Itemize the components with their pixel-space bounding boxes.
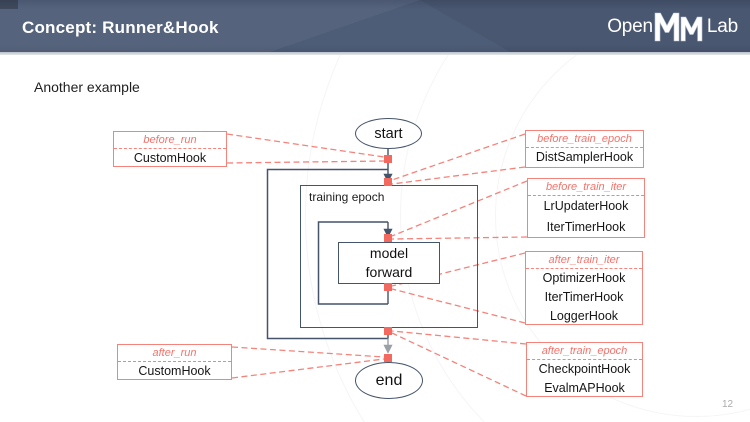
connector-after-train-iter-bottom (391, 288, 526, 324)
connector-after-train-epoch-bottom (391, 332, 527, 397)
model-forward-box: model forward (338, 242, 440, 284)
connector-after-run-bottom (231, 358, 385, 379)
hook-name: LoggerHook (549, 309, 619, 323)
connector-after-run-top (231, 346, 385, 358)
hook-name: EvalmAPHook (544, 381, 625, 395)
connector-before-train-iter-bottom (391, 236, 528, 240)
connector-before-run-bottom (226, 160, 385, 164)
hook-name: DistSamplerHook (535, 150, 634, 164)
hook-point-after-run (384, 354, 392, 362)
stage-label: after_train_epoch (527, 343, 642, 360)
connector-before-train-epoch-top (391, 133, 526, 181)
hook-name: OptimizerHook (542, 271, 626, 285)
hook-name: CheckpointHook (538, 362, 631, 376)
training-epoch-label: training epoch (309, 190, 385, 204)
slide-subtitle: Another example (34, 79, 140, 95)
hook-point-after-train-epoch (384, 327, 392, 335)
hook-name: LrUpdaterHook (543, 199, 629, 213)
connector-before-train-iter-top (391, 180, 528, 237)
hook-point-before-train-epoch (384, 178, 392, 186)
end-node: end (355, 362, 423, 399)
hook-point-after-train-iter (384, 283, 392, 291)
hook-name: IterTimerHook (546, 220, 626, 234)
start-node: start (355, 118, 422, 149)
header-corner-decoration (0, 0, 18, 9)
inner-loop-path (317, 221, 388, 305)
hook-box-after-train-epoch: after_train_epoch CheckpointHook EvalmAP… (526, 342, 643, 397)
logo-text-open: Open (607, 16, 653, 37)
header-separator (0, 52, 750, 55)
logo-text-lab: Lab (706, 16, 738, 37)
stage-label: before_run (114, 132, 226, 149)
hook-point-before-run (384, 155, 392, 163)
stage-label: after_train_iter (526, 252, 642, 269)
connector-before-run-top (226, 133, 385, 158)
hook-box-before-train-epoch: before_train_epoch DistSamplerHook (525, 130, 644, 168)
stage-label: before_train_iter (528, 179, 644, 196)
background-circle (305, 0, 750, 422)
logo-mm-icon (654, 12, 703, 42)
slide-title: Concept: Runner&Hook (22, 18, 219, 37)
hook-name: IterTimerHook (544, 290, 624, 304)
stage-label: after_run (118, 345, 231, 362)
hook-box-before-train-iter: before_train_iter LrUpdaterHook IterTime… (527, 178, 645, 238)
stage-label: before_train_epoch (526, 131, 643, 148)
openmmlab-logo: Open Lab (607, 10, 738, 44)
connector-after-train-epoch-top (391, 330, 527, 345)
page-number: 12 (722, 399, 734, 410)
hook-box-after-train-iter: after_train_iter OptimizerHook IterTimer… (525, 251, 643, 325)
outer-loop-path (266, 168, 388, 340)
dashed-connectors (226, 133, 528, 397)
hook-name: CustomHook (133, 151, 207, 165)
hook-point-before-train-iter (384, 234, 392, 242)
hook-box-before-run: before_run CustomHook (113, 131, 227, 167)
hook-name: CustomHook (138, 364, 211, 378)
connector-before-train-epoch-bottom (391, 166, 526, 185)
hook-box-after-run: after_run CustomHook (117, 344, 232, 380)
slide-header (0, 0, 750, 52)
